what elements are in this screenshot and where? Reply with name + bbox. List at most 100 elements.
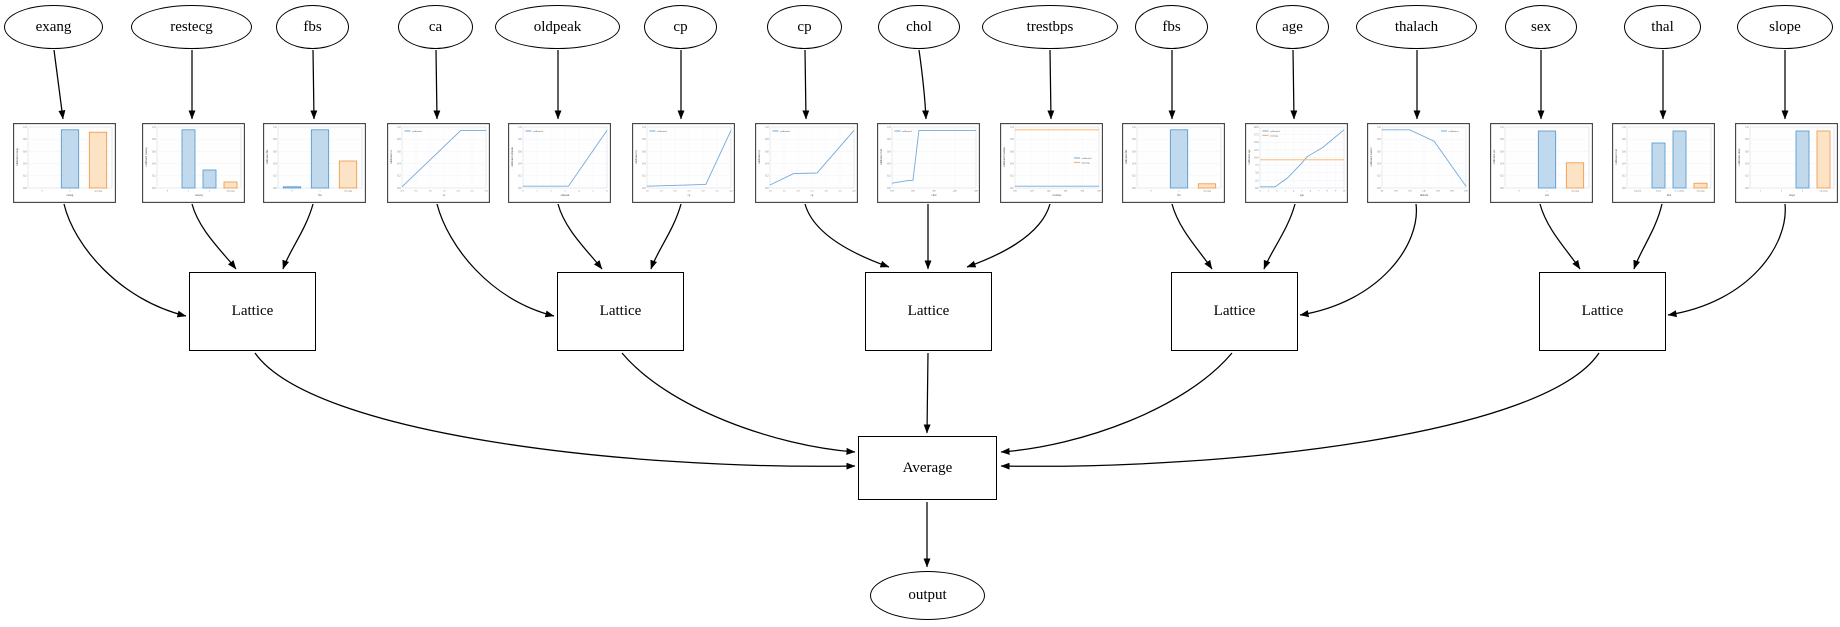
- svg-text:0.4: 0.4: [23, 163, 27, 166]
- svg-text:sex: sex: [1545, 194, 1549, 197]
- svg-text:2.5: 2.5: [470, 190, 474, 193]
- node-cp-2: cp: [767, 5, 842, 49]
- svg-text:0.6: 0.6: [1377, 150, 1381, 153]
- svg-text:80: 80: [1381, 190, 1384, 193]
- edge-cal-fbs-to-lattice-1: [282, 203, 314, 270]
- svg-text:0.0: 0.0: [1255, 187, 1259, 190]
- node-trestbps-label: trestbps: [1026, 18, 1074, 35]
- svg-text:3: 3: [1285, 190, 1287, 193]
- svg-text:1.0: 1.0: [397, 126, 401, 129]
- edge-cal-oldpeak-to-lattice-2: [557, 203, 603, 270]
- lattice-1-label: Lattice: [231, 303, 274, 319]
- svg-text:0.2: 0.2: [397, 175, 401, 178]
- node-thal: thal: [1624, 5, 1701, 49]
- svg-text:calibrated thalach: calibrated thalach: [1370, 147, 1373, 167]
- svg-text:0.4: 0.4: [1377, 163, 1381, 166]
- svg-text:0.0: 0.0: [400, 190, 404, 193]
- lattice-box-5: Lattice: [1539, 272, 1666, 351]
- edge-cal-trestbps-to-lattice-3: [966, 203, 1051, 268]
- average-box: Average: [858, 436, 997, 500]
- svg-text:thalach: thalach: [1420, 194, 1429, 197]
- node-cp-label: cp: [673, 18, 688, 35]
- svg-text:calibrated oldpeak: calibrated oldpeak: [511, 146, 514, 166]
- svg-text:7: 7: [1318, 190, 1320, 193]
- edge-ca-to-calibrator: [433, 49, 441, 120]
- svg-text:calibrated trestbps: calibrated trestbps: [1003, 147, 1006, 167]
- svg-text:restecg: restecg: [195, 194, 204, 197]
- svg-text:0.0: 0.0: [1500, 187, 1504, 190]
- node-ca-label: ca: [428, 18, 443, 35]
- svg-text:reversible: reversible: [1675, 190, 1686, 193]
- svg-text:5: 5: [592, 190, 594, 193]
- svg-text:20.0: 20.0: [1254, 126, 1259, 129]
- svg-text:0.6: 0.6: [642, 150, 646, 153]
- svg-text:140: 140: [1422, 190, 1427, 193]
- svg-text:10.0: 10.0: [1254, 156, 1259, 159]
- svg-text:8: 8: [1327, 190, 1329, 193]
- node-fbs: fbs: [276, 5, 349, 49]
- svg-text:0.8: 0.8: [397, 138, 401, 141]
- svg-text:0.4: 0.4: [518, 163, 522, 166]
- svg-text:1: 1: [188, 190, 190, 193]
- edge-cal-cp2-to-lattice-3: [804, 203, 890, 268]
- svg-text:1: 1: [319, 190, 321, 193]
- svg-text:fbs: fbs: [1177, 194, 1180, 197]
- svg-text:0.4: 0.4: [1132, 163, 1136, 166]
- svg-text:100: 100: [890, 190, 895, 193]
- svg-text:0.6: 0.6: [1622, 150, 1626, 153]
- lattice-5-label: Lattice: [1581, 303, 1624, 319]
- edge-cal-exang-to-lattice-1: [63, 203, 187, 318]
- svg-text:1: 1: [1268, 190, 1270, 193]
- node-ca: ca: [398, 5, 473, 49]
- svg-text:exang: exang: [67, 194, 74, 197]
- node-restecg: restecg: [131, 5, 252, 49]
- svg-text:0.8: 0.8: [1745, 138, 1749, 141]
- svg-text:0.4: 0.4: [1500, 163, 1504, 166]
- svg-text:120: 120: [1408, 190, 1413, 193]
- svg-text:400: 400: [953, 190, 958, 193]
- svg-text:1.5: 1.5: [782, 190, 786, 193]
- edge-lattice-3-to-average: [923, 352, 931, 434]
- svg-text:0.6: 0.6: [887, 150, 891, 153]
- svg-text:calibrated sex: calibrated sex: [1493, 149, 1496, 165]
- svg-text:calibrated: calibrated: [902, 130, 913, 133]
- edge-cal-thalach-to-lattice-4: [1299, 203, 1417, 318]
- svg-text:missing: missing: [227, 190, 236, 193]
- svg-text:0.2: 0.2: [1132, 175, 1136, 178]
- svg-text:5: 5: [1301, 190, 1303, 193]
- svg-text:6: 6: [1310, 190, 1312, 193]
- svg-text:0.8: 0.8: [518, 138, 522, 141]
- svg-text:0.2: 0.2: [273, 175, 277, 178]
- node-oldpeak: oldpeak: [495, 5, 620, 49]
- lattice-box-1: Lattice: [189, 272, 316, 351]
- svg-text:0: 0: [41, 190, 43, 193]
- svg-text:0.4: 0.4: [1745, 163, 1749, 166]
- svg-text:missing: missing: [1082, 161, 1091, 164]
- svg-text:4: 4: [1293, 190, 1295, 193]
- lattice-box-4: Lattice: [1171, 272, 1298, 351]
- svg-text:0.8: 0.8: [1132, 138, 1136, 141]
- svg-text:0.6: 0.6: [23, 150, 27, 153]
- svg-text:0.4: 0.4: [1010, 163, 1014, 166]
- svg-text:1.0: 1.0: [887, 126, 891, 129]
- svg-text:7.5: 7.5: [1255, 164, 1259, 167]
- svg-text:2.0: 2.0: [673, 190, 677, 193]
- svg-text:4.0: 4.0: [729, 190, 733, 193]
- average-label: Average: [902, 459, 953, 476]
- svg-text:missing: missing: [1203, 190, 1212, 193]
- svg-text:0.4: 0.4: [1622, 163, 1626, 166]
- svg-text:0.2: 0.2: [1010, 175, 1014, 178]
- svg-text:0: 0: [1518, 190, 1520, 193]
- svg-text:calibrated thal: calibrated thal: [1615, 149, 1618, 165]
- svg-text:0.4: 0.4: [397, 163, 401, 166]
- svg-text:200: 200: [1097, 190, 1102, 193]
